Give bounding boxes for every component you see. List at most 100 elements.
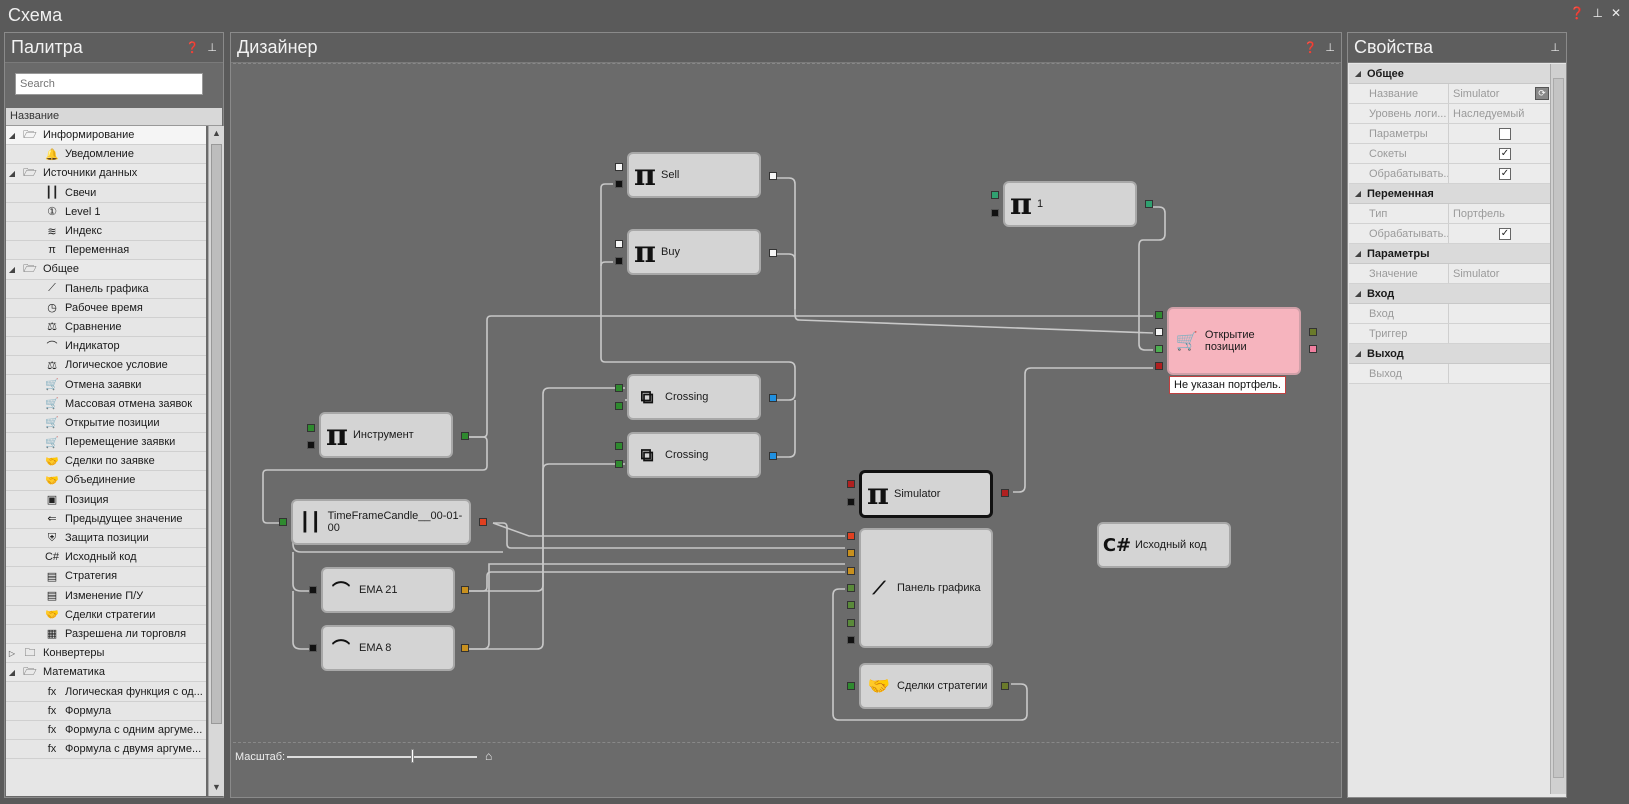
port[interactable] xyxy=(847,636,855,644)
port[interactable] xyxy=(847,682,855,690)
port[interactable] xyxy=(615,180,623,188)
property-value[interactable]: ✓ xyxy=(1449,144,1551,163)
port[interactable] xyxy=(615,257,623,265)
collapse-arrow-icon[interactable]: ◢ xyxy=(1354,189,1362,198)
collapse-arrow-icon[interactable]: ◢ xyxy=(8,264,16,274)
node-chart-panel[interactable]: ⟋ Панель графика xyxy=(859,528,993,648)
zoom-slider-thumb[interactable] xyxy=(411,749,414,763)
port[interactable] xyxy=(847,601,855,609)
port[interactable] xyxy=(309,586,317,594)
tree-item[interactable]: 🤝Сделки по заявке xyxy=(6,452,206,472)
tree-item[interactable]: ⚖Сравнение xyxy=(6,318,206,338)
tree-item[interactable]: ⚖Логическое условие xyxy=(6,356,206,376)
fit-zoom-icon[interactable]: ⌂ xyxy=(485,749,493,763)
tree-item[interactable]: C#Исходный код xyxy=(6,548,206,568)
collapse-arrow-icon[interactable]: ◢ xyxy=(1354,249,1362,258)
tree-item[interactable]: ▤Стратегия xyxy=(6,567,206,587)
scroll-thumb[interactable] xyxy=(211,144,222,724)
tree-item[interactable]: 🤝Сделки стратегии xyxy=(6,606,206,625)
tree-item[interactable]: ◷Рабочее время xyxy=(6,299,206,318)
property-category[interactable]: ◢Переменная xyxy=(1349,184,1551,204)
node-ema-21[interactable]: ⌒ EMA 21 xyxy=(321,567,455,613)
checked-checkbox-icon[interactable]: ✓ xyxy=(1499,167,1511,180)
port[interactable] xyxy=(847,619,855,627)
properties-scrollbar[interactable] xyxy=(1550,64,1566,794)
scroll-down-icon[interactable]: ▼ xyxy=(212,782,221,792)
property-value[interactable]: ✓ xyxy=(1449,164,1551,183)
tree-item[interactable]: ▣Позиция xyxy=(6,491,206,510)
tree-item[interactable]: ▤Изменение П/У xyxy=(6,587,206,606)
tree-item[interactable]: ⛨Защита позиции xyxy=(6,529,206,549)
pin-icon[interactable]: ⊥ xyxy=(1592,6,1603,20)
help-icon[interactable]: ❓ xyxy=(185,42,200,54)
collapse-arrow-icon[interactable]: ◢ xyxy=(8,168,16,178)
tree-item[interactable]: 🤝Объединение xyxy=(6,471,206,491)
property-value[interactable]: Simulator xyxy=(1449,264,1551,283)
port[interactable] xyxy=(769,452,777,460)
port[interactable] xyxy=(1155,311,1163,319)
port[interactable] xyxy=(461,586,469,594)
tree-item[interactable]: ≋Индекс xyxy=(6,222,206,242)
tree-item[interactable]: ⌒Индикатор xyxy=(6,337,206,357)
property-category[interactable]: ◢Параметры xyxy=(1349,244,1551,264)
property-value[interactable] xyxy=(1449,304,1551,323)
refresh-icon[interactable]: ⟳ xyxy=(1535,87,1549,100)
port[interactable] xyxy=(615,384,623,392)
port[interactable] xyxy=(847,532,855,540)
port[interactable] xyxy=(307,441,315,449)
node-variable-1[interactable]: π 1 xyxy=(1003,181,1137,227)
tree-group[interactable]: ◢🗁Информирование xyxy=(6,126,206,146)
port[interactable] xyxy=(847,480,855,488)
port[interactable] xyxy=(279,518,287,526)
port[interactable] xyxy=(479,518,487,526)
property-value[interactable]: Simulator⟳ xyxy=(1449,84,1551,103)
port[interactable] xyxy=(615,163,623,171)
checked-checkbox-icon[interactable]: ✓ xyxy=(1499,147,1511,160)
palette-column-header[interactable]: Название xyxy=(6,108,222,126)
palette-search-input[interactable] xyxy=(15,73,203,95)
port[interactable] xyxy=(847,498,855,506)
node-ema-8[interactable]: ⌒ EMA 8 xyxy=(321,625,455,671)
node-crossing-2[interactable]: ⧉ Crossing xyxy=(627,432,761,478)
port[interactable] xyxy=(847,549,855,557)
property-category[interactable]: ◢Вход xyxy=(1349,284,1551,304)
zoom-slider[interactable] xyxy=(287,756,477,758)
tree-group[interactable]: ◢🗁Математика xyxy=(6,663,206,683)
port[interactable] xyxy=(1309,328,1317,336)
node-instrument[interactable]: π Инструмент xyxy=(319,412,453,458)
property-value[interactable]: ✓ xyxy=(1449,224,1551,243)
port[interactable] xyxy=(1309,345,1317,353)
pin-icon[interactable]: ⊥ xyxy=(1325,42,1335,54)
port[interactable] xyxy=(769,172,777,180)
pin-icon[interactable]: ⊥ xyxy=(207,42,217,54)
scroll-up-icon[interactable]: ▲ xyxy=(212,128,221,138)
node-open-position[interactable]: 🛒 Открытие позиции xyxy=(1167,307,1301,375)
help-icon[interactable]: ❓ xyxy=(1303,42,1318,54)
tree-item[interactable]: ⇐Предыдущее значение xyxy=(6,510,206,529)
tree-item[interactable]: ▦Разрешена ли торговля xyxy=(6,625,206,645)
tree-item[interactable]: 🛒Открытие позиции xyxy=(6,414,206,433)
tree-group[interactable]: ▷🗀Конвертеры xyxy=(6,644,206,664)
property-value[interactable]: Наследуемый xyxy=(1449,104,1551,123)
node-source-code[interactable]: C# Исходный код xyxy=(1097,522,1231,568)
node-sell[interactable]: π Sell xyxy=(627,152,761,198)
port[interactable] xyxy=(309,644,317,652)
collapse-arrow-icon[interactable]: ◢ xyxy=(1354,289,1362,298)
tree-item[interactable]: ⟋Панель графика xyxy=(6,280,206,299)
node-simulator[interactable]: π Simulator xyxy=(859,470,993,518)
port[interactable] xyxy=(991,209,999,217)
unchecked-checkbox-icon[interactable] xyxy=(1499,127,1511,140)
property-category[interactable]: ◢Выход xyxy=(1349,344,1551,364)
tree-group[interactable]: ◢🗁Источники данных xyxy=(6,164,206,184)
port[interactable] xyxy=(1001,682,1009,690)
port[interactable] xyxy=(615,442,623,450)
port[interactable] xyxy=(1001,489,1009,497)
checked-checkbox-icon[interactable]: ✓ xyxy=(1499,227,1511,240)
tree-item[interactable]: 🛒Массовая отмена заявок xyxy=(6,395,206,414)
tree-group[interactable]: ◢🗁Общее xyxy=(6,260,206,280)
